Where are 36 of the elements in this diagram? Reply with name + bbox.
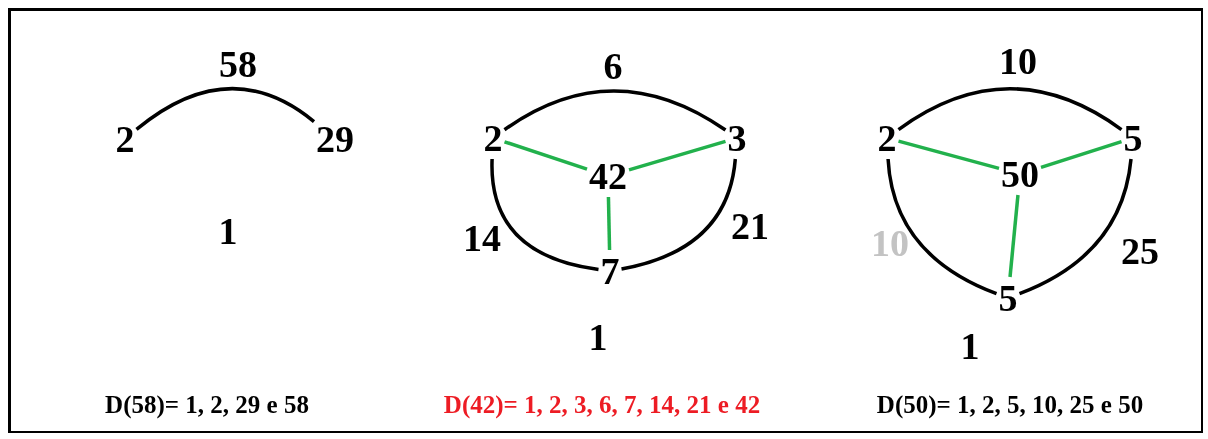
connector-line [135, 87, 316, 131]
divisor-list: D(42)= 1, 2, 3, 6, 7, 14, 21 e 42 [443, 391, 761, 419]
divisor-list: D(50)= 1, 2, 5, 10, 25 e 50 [876, 391, 1144, 419]
number-label: 25 [1121, 232, 1159, 270]
number-label: 5 [998, 279, 1018, 317]
number-label: 7 [600, 252, 620, 290]
number-label: 29 [316, 120, 354, 158]
number-label: 1 [588, 318, 608, 356]
number-label: 6 [603, 47, 623, 85]
connector-line [1018, 158, 1133, 296]
connector-line [897, 87, 1123, 132]
connector-line [886, 158, 998, 296]
connector-line [503, 140, 588, 171]
number-label: 2 [483, 119, 503, 157]
connector-line [898, 139, 1000, 170]
number-label: 2 [877, 119, 897, 157]
number-label: 10 [871, 224, 909, 262]
connector-line [628, 139, 726, 172]
number-label: 50 [1001, 155, 1039, 193]
number-label: 21 [731, 207, 769, 245]
number-label: 42 [589, 157, 627, 195]
number-label: 5 [1123, 119, 1143, 157]
connector-line [490, 159, 599, 272]
number-label: 14 [463, 219, 501, 257]
number-label: 1 [218, 212, 238, 250]
connector-line [1040, 140, 1123, 169]
number-label: 1 [960, 327, 980, 365]
number-label: 10 [999, 42, 1037, 80]
connector-line [621, 158, 738, 271]
number-label: 3 [727, 119, 747, 157]
number-label: 58 [219, 45, 257, 83]
divisor-list: D(58)= 1, 2, 29 e 58 [105, 391, 309, 419]
connector-line [503, 89, 727, 132]
number-label: 2 [115, 120, 135, 158]
connector-line [606, 196, 612, 251]
connector-line [1008, 194, 1020, 278]
